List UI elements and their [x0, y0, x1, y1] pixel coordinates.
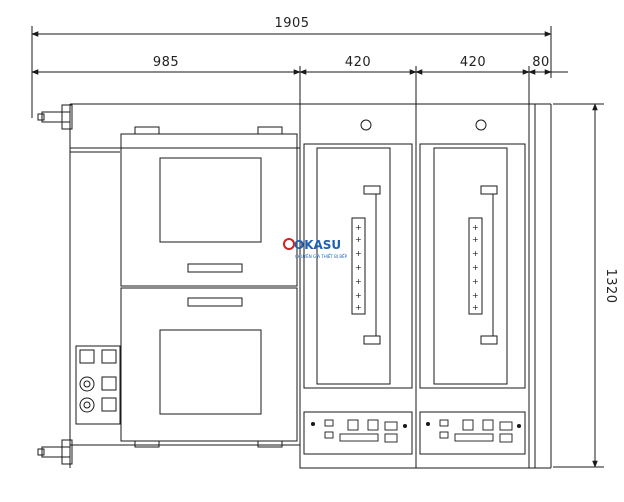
svg-text:+: +: [355, 223, 362, 232]
panel-display-2: [101, 349, 117, 364]
left-oven-stand: [69, 147, 301, 446]
upper-oven-handle: [187, 263, 243, 273]
top-bracket: [37, 104, 73, 130]
upper-oven-window: [159, 157, 262, 243]
lower-chamber-foot-right: [257, 440, 283, 448]
svg-text:+: +: [472, 235, 479, 244]
lower-oven-handle: [187, 297, 243, 307]
end-width-label: 80: [532, 55, 550, 70]
svg-text:+: +: [472, 291, 479, 300]
right-cabinet: [415, 103, 530, 469]
right-width-label: 420: [460, 55, 486, 70]
logo-tagline: CHUYÊN GIA THIẾT BỊ BẾP: [295, 253, 348, 259]
right-control-strip: [419, 411, 526, 455]
left-control-panel: [75, 345, 121, 425]
lower-oven-chamber: [120, 287, 298, 442]
svg-text:+: +: [472, 223, 479, 232]
middle-width-label: 420: [345, 55, 371, 70]
svg-text:+: +: [355, 303, 362, 312]
svg-text:+: +: [472, 263, 479, 272]
svg-text:+: +: [355, 235, 362, 244]
height-label: 1320: [603, 268, 618, 303]
middle-door: [316, 147, 391, 385]
svg-text:+: +: [355, 263, 362, 272]
svg-text:+: +: [355, 291, 362, 300]
right-vent-hole: [475, 119, 487, 131]
panel-knob-1: [79, 376, 95, 392]
middle-door-frame: [303, 143, 413, 389]
upper-chamber-hinge-right: [257, 126, 283, 135]
middle-vent-hole: [360, 119, 372, 131]
logo-brand: OKASU: [294, 238, 341, 252]
handle-marks: + + + + + + + + + + + + + +: [355, 223, 479, 312]
right-door-handle: [468, 217, 483, 315]
left-oven-unit: [69, 126, 301, 448]
svg-text:+: +: [472, 303, 479, 312]
panel-knob-2: [79, 397, 95, 413]
svg-text:+: +: [472, 249, 479, 258]
lower-chamber-foot-left: [134, 440, 160, 448]
svg-text:+: +: [355, 249, 362, 258]
upper-oven-chamber: [120, 133, 298, 287]
bottom-bracket: [37, 439, 73, 468]
total-width-label: 1905: [274, 16, 309, 31]
right-door: [433, 147, 508, 385]
logo-ring-icon: [283, 238, 295, 250]
svg-text:+: +: [472, 277, 479, 286]
control-strip-details: [310, 419, 522, 443]
panel-display-4: [101, 397, 117, 412]
panel-display-1: [79, 349, 95, 364]
upper-chamber-hinge-left: [134, 126, 160, 135]
left-width-label: 985: [153, 55, 179, 70]
middle-door-handle: [351, 217, 366, 315]
lower-oven-window: [159, 329, 262, 415]
right-door-frame: [419, 143, 526, 389]
middle-control-strip: [303, 411, 413, 455]
middle-cabinet: [299, 103, 417, 469]
panel-display-3: [101, 376, 117, 391]
right-dimension: [553, 103, 604, 468]
svg-text:+: +: [355, 277, 362, 286]
okasu-logo: OKASU CHUYÊN GIA THIẾT BỊ BẾP: [283, 238, 348, 259]
